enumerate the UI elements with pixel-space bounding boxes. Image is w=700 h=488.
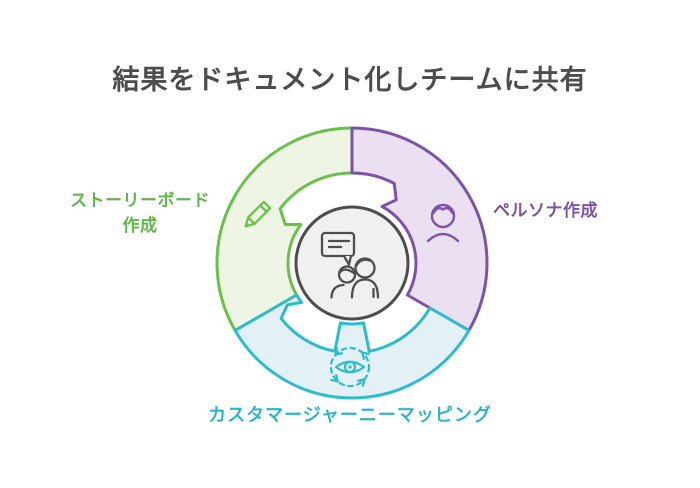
label-storyboard-line2: 作成: [122, 215, 158, 236]
pencil-icon: [244, 200, 272, 228]
big-person-body: [350, 278, 380, 299]
page-title: 結果をドキュメント化しチームに共有: [112, 65, 588, 96]
center-circle: [294, 205, 410, 321]
speech-bubble: [320, 231, 356, 258]
label-persona: ペルソナ作成: [493, 201, 598, 221]
small-person-body: [330, 283, 345, 299]
label-customer-journey: カスタマージャーニーマッピング: [208, 405, 492, 426]
small-person-hair: [338, 268, 355, 275]
speech-bubble-tail: [342, 254, 353, 266]
label-storyboard-line1: ストーリーボード: [70, 191, 210, 211]
label-storyboard: ストーリーボード 作成: [40, 189, 240, 238]
discussion-icon: [320, 231, 380, 299]
big-person-head: [354, 257, 376, 279]
persona-icon: [426, 203, 460, 243]
eye-cycle-icon: [329, 346, 371, 388]
segment-journey: [233, 293, 471, 400]
big-person-hair: [355, 258, 371, 267]
